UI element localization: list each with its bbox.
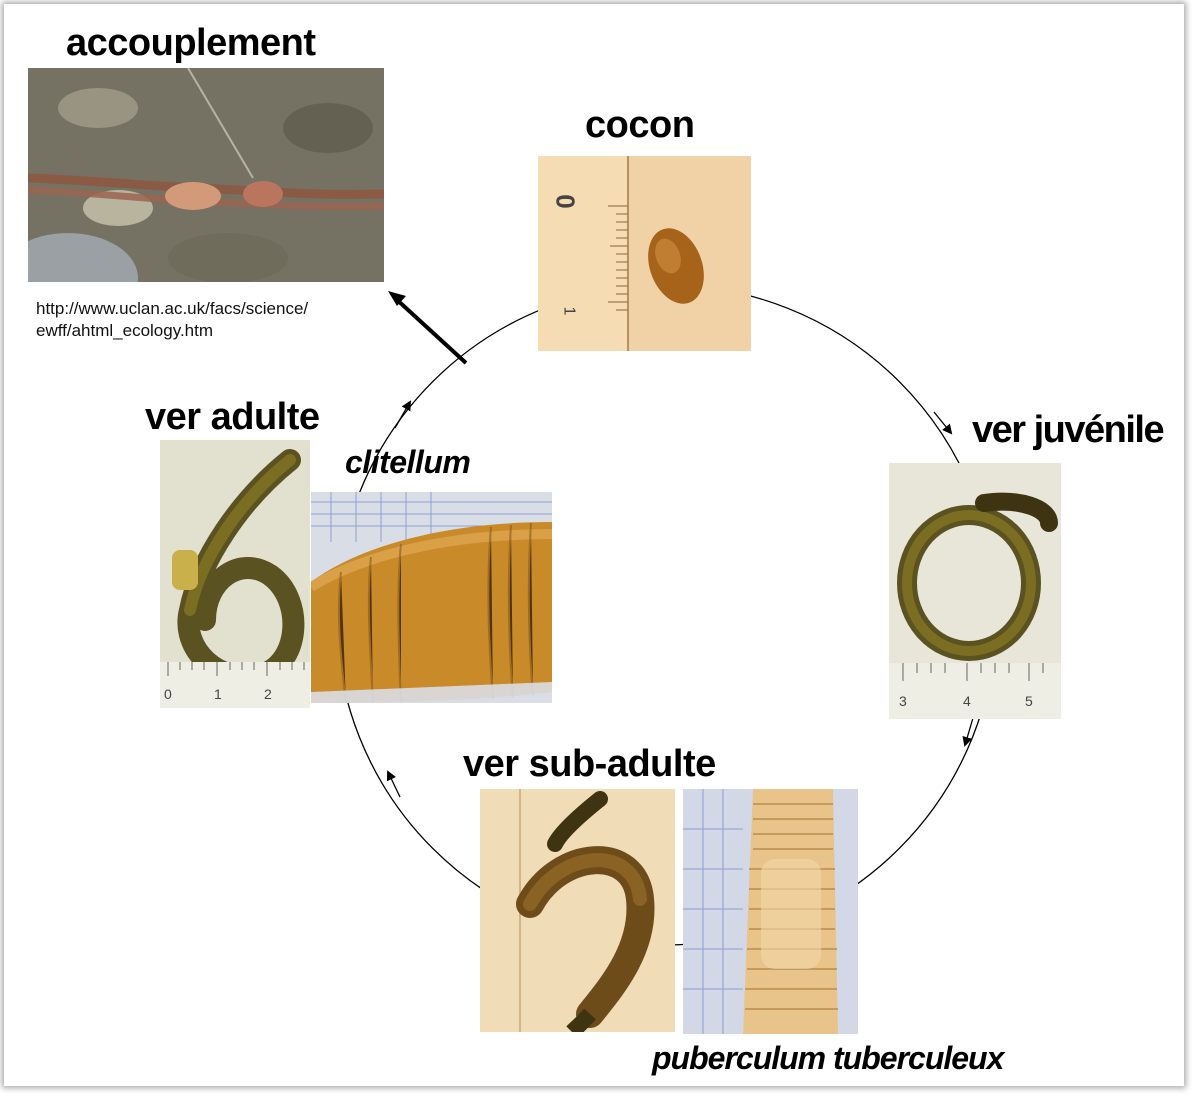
source-url[interactable]: http://www.uclan.ac.uk/facs/science/ ewf… — [36, 298, 308, 342]
stage-label-subadult: ver sub-adulte — [463, 745, 716, 783]
subadult-worm-photo — [480, 789, 675, 1032]
stage-label-adult: ver adulte — [145, 398, 320, 436]
juvenile-ruler-mark-5: 5 — [1025, 693, 1033, 709]
stage-label-mating: accouplement — [66, 24, 316, 62]
juvenile-ruler-mark-4: 4 — [963, 693, 971, 709]
cocoon-ruler-mark-1: 1 — [559, 307, 577, 316]
adult-ruler-mark-2: 2 — [264, 686, 272, 702]
arrow-to-mating — [395, 298, 466, 363]
annotation-tubercle: puberculum tuberculeux — [652, 1042, 1003, 1074]
stage-label-juvenile: ver juvénile — [972, 411, 1163, 449]
juvenile-ruler-mark-3: 3 — [899, 693, 907, 709]
adult-ruler-mark-0: 0 — [164, 686, 172, 702]
source-url-line-1: http://www.uclan.ac.uk/facs/science/ — [36, 298, 308, 320]
arrow-to-adult — [388, 772, 400, 797]
mating-photo — [28, 68, 384, 282]
arrow-to-juvenile — [934, 412, 951, 433]
clitellum-closeup-photo — [311, 492, 552, 703]
arrow-adult-to-cocoon — [395, 402, 410, 428]
adult-ruler-mark-1: 1 — [214, 686, 222, 702]
juvenile-worm-photo: 3 4 5 — [889, 463, 1061, 719]
tubercle-closeup-photo — [683, 789, 858, 1034]
source-url-line-2: ewff/ahtml_ecology.htm — [36, 320, 308, 342]
annotation-clitellum: clitellum — [345, 446, 470, 478]
cocoon-photo: 0 1 — [538, 156, 751, 351]
arrow-to-subadult — [965, 718, 973, 745]
adult-worm-photo: 0 1 2 — [160, 440, 310, 708]
cocoon-ruler-mark-0: 0 — [550, 194, 581, 208]
stage-label-cocoon: cocon — [585, 106, 694, 144]
